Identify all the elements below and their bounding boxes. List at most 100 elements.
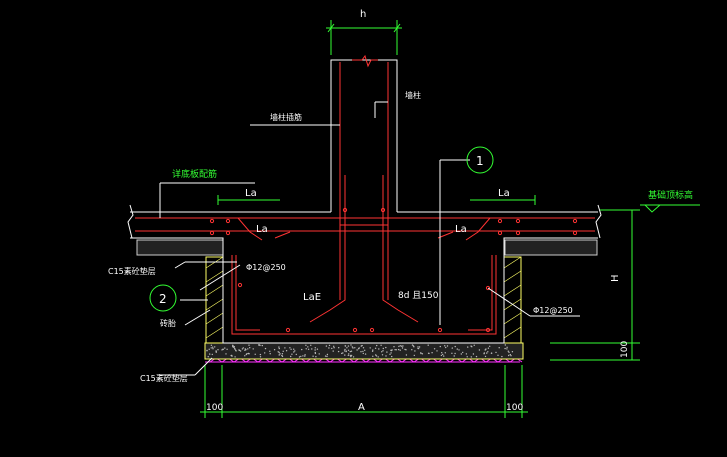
concrete-speckle (362, 350, 364, 353)
concrete-speckle (338, 347, 340, 349)
concrete-speckle (377, 356, 379, 358)
rebar-section-dot (515, 230, 521, 236)
concrete-speckle (264, 352, 266, 354)
concrete-speckle (348, 353, 350, 355)
concrete-speckle (470, 356, 472, 358)
concrete-speckle (462, 351, 464, 354)
concrete-speckle (454, 345, 456, 348)
concrete-speckle (460, 353, 462, 355)
concrete-speckle (385, 346, 387, 349)
concrete-speckle (314, 352, 317, 355)
concrete-speckle (332, 350, 334, 352)
concrete-speckle (305, 344, 307, 346)
concrete-speckle (391, 355, 393, 358)
concrete-speckle (282, 350, 284, 352)
concrete-speckle (356, 349, 358, 351)
concrete-speckle (509, 353, 511, 356)
concrete-speckle (307, 348, 310, 350)
concrete-speckle (225, 353, 227, 355)
concrete-speckle (375, 354, 377, 356)
concrete-speckle (314, 347, 316, 349)
concrete-speckle (395, 349, 397, 351)
rebar-section-dot (369, 327, 375, 333)
concrete-speckle (344, 354, 346, 356)
concrete-speckle (273, 349, 276, 351)
concrete-speckle (399, 345, 401, 347)
concrete-speckle (439, 345, 441, 348)
concrete-speckle (382, 350, 384, 352)
concrete-speckle (364, 353, 367, 355)
rebar-section-dot (380, 207, 386, 213)
concrete-speckle (344, 345, 347, 347)
concrete-speckle (431, 352, 433, 354)
concrete-speckle (221, 349, 223, 351)
concrete-speckle (222, 348, 224, 350)
concrete-speckle (206, 349, 208, 352)
wall-width-label: h (360, 9, 366, 20)
concrete-speckle (421, 353, 424, 355)
concrete-speckle (440, 354, 443, 357)
concrete-speckle (389, 353, 391, 355)
concrete-speckle (226, 348, 228, 350)
concrete-speckle (413, 354, 415, 357)
concrete-speckle (279, 353, 281, 355)
concrete-speckle (376, 344, 378, 347)
concrete-speckle (247, 352, 250, 355)
concrete-speckle (247, 348, 249, 350)
concrete-speckle (458, 349, 460, 351)
concrete-speckle (254, 353, 256, 355)
concrete-speckle (400, 345, 403, 347)
concrete-speckle (234, 348, 236, 350)
concrete-speckle (234, 356, 236, 358)
pad-thickness-label: 100 (620, 341, 630, 358)
concrete-speckle (239, 350, 242, 352)
concrete-speckle (375, 355, 378, 357)
concrete-speckle (362, 347, 365, 349)
concrete-speckle (269, 353, 271, 355)
concrete-speckle (290, 355, 292, 358)
concrete-speckle (259, 356, 262, 358)
concrete-speckle (252, 348, 254, 350)
concrete-speckle (508, 354, 510, 357)
concrete-speckle (341, 352, 343, 355)
wall-rebar-label: 墙柱 (405, 90, 421, 100)
concrete-speckle (475, 355, 478, 358)
concrete-speckle (414, 350, 416, 352)
concrete-speckle (401, 347, 404, 349)
callout-leaders (159, 101, 580, 376)
rebar-right-label: Φ12@250 (533, 306, 573, 315)
concrete-speckle (301, 348, 303, 351)
bottom-concrete-pad (204, 342, 524, 360)
concrete-speckle (445, 346, 447, 349)
concrete-speckle (495, 351, 497, 354)
concrete-speckle (343, 350, 346, 352)
concrete-speckle (278, 347, 280, 350)
concrete-speckle (374, 347, 377, 349)
concrete-speckle (510, 355, 512, 357)
rebar-layout (135, 62, 595, 335)
concrete-speckle (360, 351, 362, 353)
concrete-speckle (212, 348, 214, 350)
concrete-speckle (427, 352, 430, 354)
concrete-speckle (465, 353, 468, 355)
concrete-speckle (241, 348, 244, 350)
concrete-speckle (380, 344, 382, 346)
concrete-speckle (315, 356, 317, 358)
concrete-speckle (337, 350, 340, 353)
concrete-speckle (497, 354, 499, 356)
concrete-speckle (209, 353, 211, 355)
concrete-speckle (444, 352, 446, 354)
concrete-speckle (246, 353, 248, 355)
concrete-speckle (304, 354, 306, 356)
concrete-speckle (372, 349, 374, 351)
concrete-speckle (472, 353, 475, 355)
concrete-speckle (325, 345, 328, 347)
concrete-speckle (217, 349, 219, 351)
concrete-speckle (385, 355, 387, 357)
concrete-speckle (446, 345, 449, 347)
concrete-speckle (230, 354, 232, 357)
rebar-section-dot (225, 230, 231, 236)
concrete-speckle (318, 353, 320, 355)
concrete-speckle (350, 350, 353, 352)
concrete-speckle (470, 345, 472, 347)
